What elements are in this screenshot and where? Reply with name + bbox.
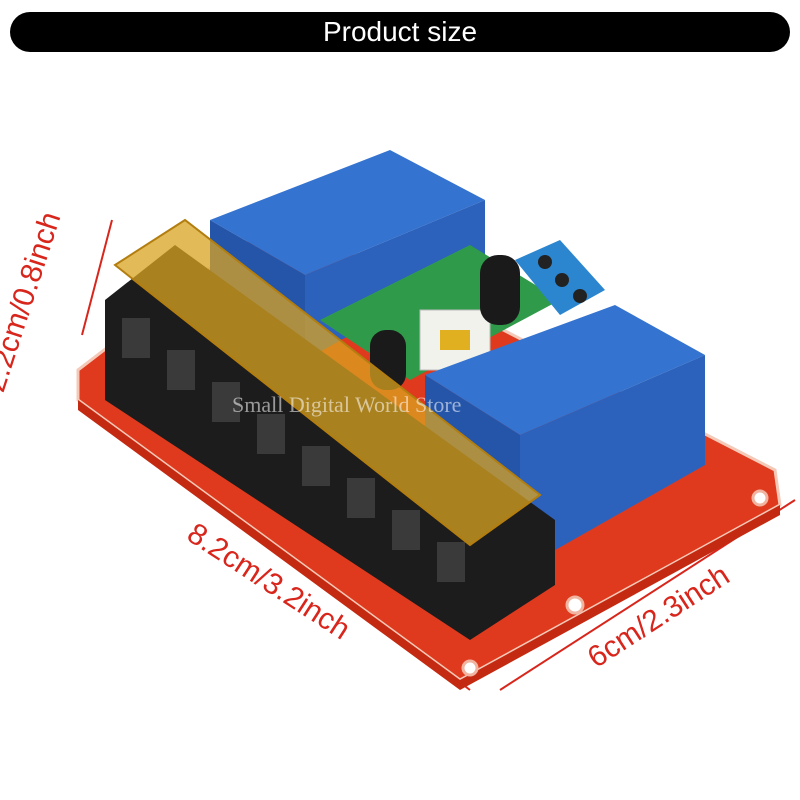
terminal-screw <box>538 255 552 269</box>
transformer-coil <box>440 330 470 350</box>
mounting-hole <box>751 489 769 507</box>
relay-2-side <box>520 355 705 570</box>
height-dimension-line <box>81 219 113 336</box>
watermark-text: Small Digital World Store <box>232 392 462 417</box>
mounting-hole <box>565 595 585 615</box>
title-text: Product size <box>322 16 478 47</box>
mounting-hole <box>461 659 479 677</box>
terminal-screw <box>555 273 569 287</box>
relay-1-top <box>210 150 485 275</box>
terminal-block-cover <box>113 218 542 547</box>
terminal-slots <box>122 318 465 582</box>
relay-2-top <box>425 305 705 435</box>
title-banner: Product size <box>10 12 790 52</box>
capacitor <box>480 255 520 325</box>
terminal-screw <box>573 289 587 303</box>
